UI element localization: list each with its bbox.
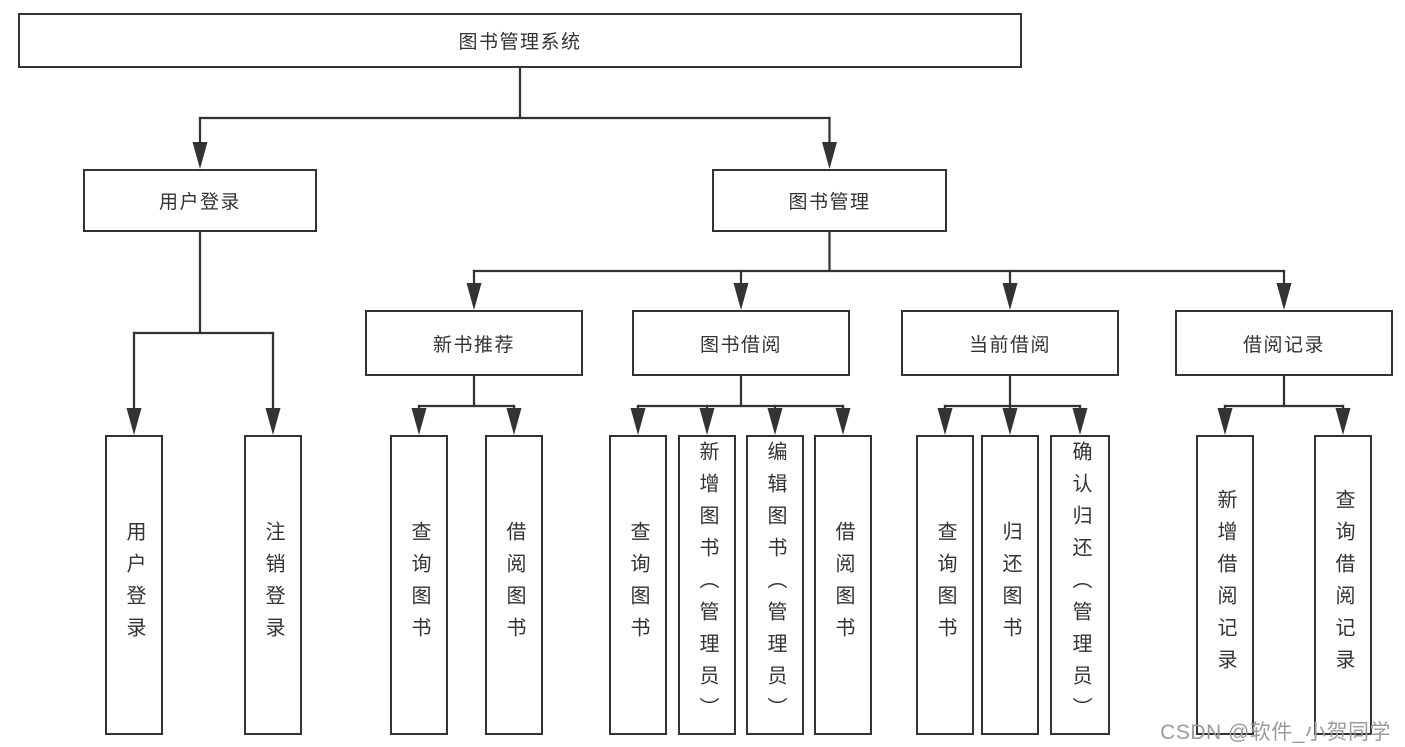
arrowhead (466, 283, 482, 310)
node-label: 新书推荐 (432, 334, 515, 356)
node-leaf-edit-book: 编辑图书（管理员） (746, 435, 804, 735)
arrowhead (835, 408, 851, 435)
arrowhead (265, 408, 281, 435)
node-label: 确认归还（管理员） (1069, 441, 1091, 729)
arrowhead (630, 408, 646, 435)
arrowhead (1335, 408, 1351, 435)
node-leaf-add-book: 新增图书（管理员） (678, 435, 736, 735)
node-leaf-add-borrow-record: 新增借阅记录 (1196, 435, 1254, 735)
node-label: 借阅图书 (832, 521, 854, 649)
node-leaf-borrow-book-1: 借阅图书 (485, 435, 543, 735)
node-label: 图书管理系统 (458, 32, 582, 53)
arrowhead (937, 408, 953, 435)
arrowhead (192, 142, 208, 169)
arrowhead (1002, 408, 1018, 435)
arrowhead (1276, 283, 1292, 310)
node-current-borrow: 当前借阅 (901, 310, 1119, 376)
node-book-borrow: 图书借阅 (632, 310, 850, 376)
arrowhead (1002, 283, 1018, 310)
arrowhead (506, 408, 522, 435)
node-label: 图书借阅 (699, 334, 782, 356)
node-leaf-query-borrow-record: 查询借阅记录 (1314, 435, 1372, 735)
node-label: 新增图书（管理员） (696, 441, 718, 729)
node-leaf-confirm-return: 确认归还（管理员） (1050, 435, 1110, 735)
node-label: 查询图书 (934, 521, 956, 649)
arrowhead (1072, 408, 1088, 435)
node-book-mgmt: 图书管理 (712, 169, 947, 232)
arrowhead (699, 408, 715, 435)
node-label: 编辑图书（管理员） (764, 441, 786, 729)
node-leaf-logout: 注销登录 (244, 435, 302, 735)
arrowhead (733, 283, 749, 310)
node-label: 图书管理 (788, 192, 871, 213)
node-label: 用户登录 (123, 521, 145, 649)
node-label: 用户登录 (158, 192, 241, 213)
watermark: CSDN @软件_小贺同学 (1160, 721, 1391, 744)
node-user-login: 用户登录 (83, 169, 317, 232)
arrowhead (126, 408, 142, 435)
node-label: 归还图书 (999, 521, 1021, 649)
node-borrow-records: 借阅记录 (1175, 310, 1393, 376)
node-leaf-query-book-1: 查询图书 (390, 435, 448, 735)
node-label: 借阅图书 (503, 521, 525, 649)
node-label: 查询图书 (408, 521, 430, 649)
node-leaf-user-login: 用户登录 (105, 435, 163, 735)
node-leaf-borrow-book-2: 借阅图书 (814, 435, 872, 735)
node-label: 查询图书 (627, 521, 649, 649)
node-leaf-query-book-3: 查询图书 (916, 435, 974, 735)
node-leaf-query-book-2: 查询图书 (609, 435, 667, 735)
node-label: 查询借阅记录 (1332, 489, 1354, 681)
node-label: 当前借阅 (968, 334, 1051, 356)
arrowhead (1217, 408, 1233, 435)
arrowhead (767, 408, 783, 435)
node-leaf-return-book: 归还图书 (981, 435, 1039, 735)
node-new-book-rec: 新书推荐 (365, 310, 583, 376)
arrowhead (822, 142, 837, 169)
node-root: 图书管理系统 (18, 13, 1022, 68)
node-label: 新增借阅记录 (1214, 489, 1236, 681)
arrowhead (411, 408, 427, 435)
node-label: 注销登录 (262, 521, 284, 649)
node-label: 借阅记录 (1242, 334, 1325, 356)
